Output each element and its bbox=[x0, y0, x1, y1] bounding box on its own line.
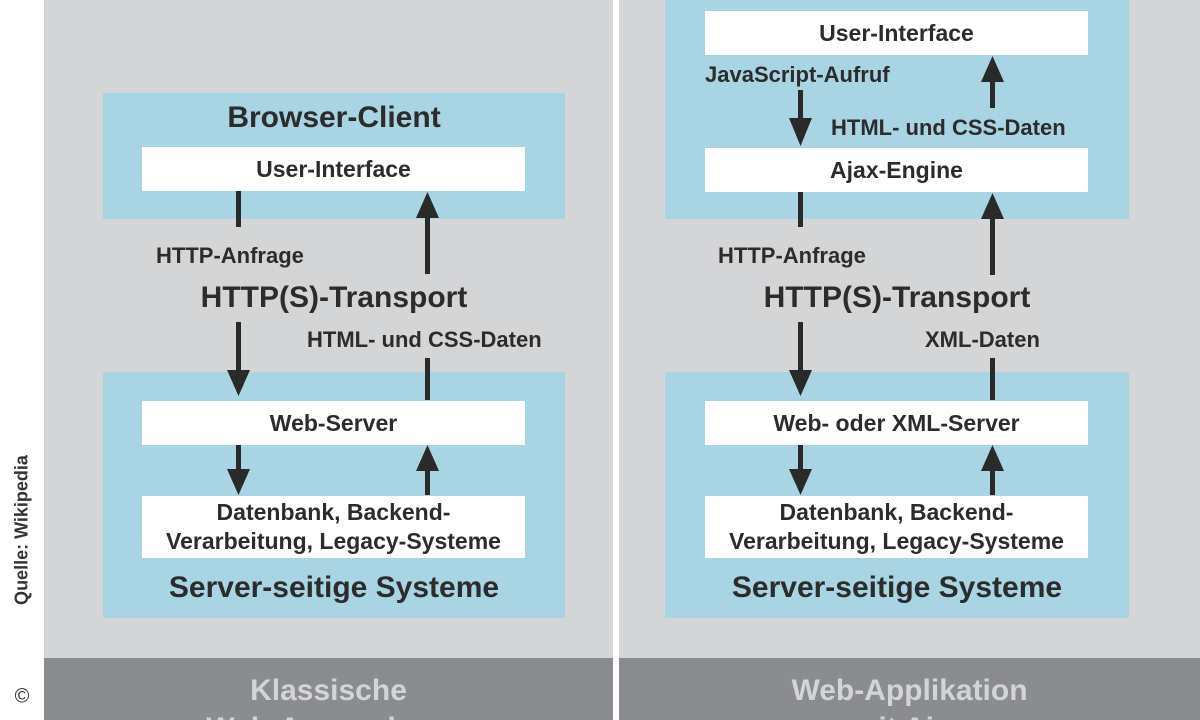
right-server-db-arrow-icon bbox=[789, 445, 812, 495]
left-server-db-arrow-icon bbox=[227, 445, 250, 495]
ajax-footer-title: Web-Applikation mit Ajax bbox=[619, 672, 1200, 720]
right-request-label: HTTP-Anfrage bbox=[718, 243, 866, 268]
left-db-box: Datenbank, Backend-Verarbeitung, Legacy-… bbox=[142, 496, 525, 558]
source-label: Quelle: Wikipedia bbox=[11, 455, 32, 605]
left-server-systems-title: Server-seitige Systeme bbox=[168, 571, 500, 604]
browser-client-title: Browser-Client bbox=[227, 101, 441, 134]
right-request-arrow-icon bbox=[789, 322, 812, 396]
classic-footer bbox=[44, 658, 613, 720]
right-js-call-label: JavaScript-Aufruf bbox=[705, 62, 890, 87]
panel-divider bbox=[613, 0, 619, 720]
left-db-server-arrow-icon bbox=[416, 445, 439, 495]
right-xml-server-box: Web- oder XML-Server bbox=[705, 401, 1088, 445]
copyright-symbol: © bbox=[14, 685, 30, 708]
right-js-call-arrow-icon bbox=[789, 90, 812, 146]
right-response-line-bottom bbox=[990, 358, 995, 400]
classic-footer-title-line1: Klassische bbox=[250, 674, 407, 707]
left-response-line-bottom bbox=[425, 358, 430, 400]
right-ajax-engine-box: Ajax-Engine bbox=[705, 148, 1088, 192]
right-request-line-top bbox=[798, 192, 803, 227]
ajax-footer-title-line2: mit Ajax bbox=[619, 710, 1200, 720]
right-transport-label: HTTP(S)-Transport bbox=[763, 281, 1031, 314]
right-server-systems-title: Server-seitige Systeme bbox=[731, 571, 1063, 604]
left-response-label: HTML- und CSS-Daten bbox=[307, 327, 542, 352]
right-response-label: XML-Daten bbox=[925, 327, 1040, 352]
left-request-arrow-icon bbox=[227, 322, 250, 396]
left-margin bbox=[0, 0, 44, 720]
right-html-css-label: HTML- und CSS-Daten bbox=[831, 115, 1066, 140]
right-html-css-arrow-icon bbox=[981, 56, 1004, 108]
right-ui-box: User-Interface bbox=[705, 11, 1088, 55]
ajax-footer bbox=[619, 658, 1200, 720]
left-request-line-top bbox=[236, 191, 241, 227]
left-web-server-box: Web-Server bbox=[142, 401, 525, 445]
ajax-footer-title-line1: Web-Applikation bbox=[791, 674, 1028, 707]
classic-footer-title: Klassische Web-Anwendung bbox=[44, 672, 613, 720]
right-db-box: Datenbank, Backend-Verarbeitung, Legacy-… bbox=[705, 496, 1088, 558]
right-db-server-arrow-icon bbox=[981, 445, 1004, 495]
classic-footer-title-line2: Web-Anwendung bbox=[44, 710, 613, 720]
right-response-arrow-icon bbox=[981, 193, 1004, 275]
left-transport-label: HTTP(S)-Transport bbox=[200, 281, 468, 314]
left-ui-box: User-Interface bbox=[142, 147, 525, 191]
left-response-arrow-icon bbox=[416, 192, 439, 274]
left-request-label: HTTP-Anfrage bbox=[156, 243, 304, 268]
